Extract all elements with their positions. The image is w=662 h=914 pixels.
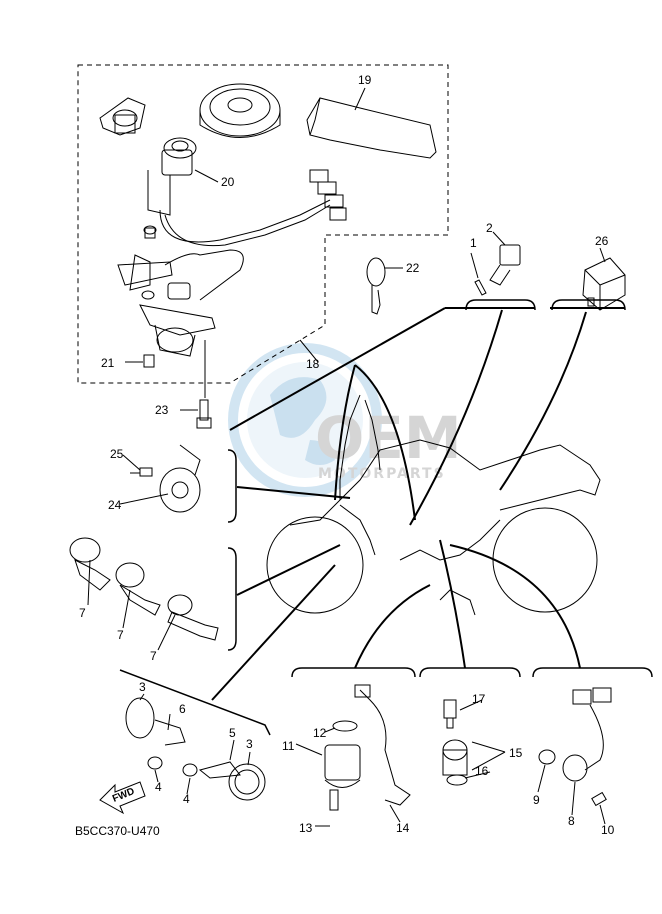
callout-18: 18 [306,357,320,371]
callout-9: 9 [533,793,540,807]
callout-5: 5 [229,726,236,740]
bulb-group-bracket [227,547,237,651]
key-set-dashed-box [77,64,449,384]
oil-sensor-part [538,687,612,807]
callout-4a: 4 [155,780,162,794]
callout-23: 23 [155,403,169,417]
callout-13: 13 [299,821,313,835]
callout-1: 1 [470,236,477,250]
callout-21: 21 [101,356,115,370]
key-blank-part [366,257,403,315]
callout-leaders [87,87,606,825]
horn-part [130,444,201,513]
callout-3a: 3 [139,680,146,694]
relay-26-part [582,247,626,311]
callout-16: 16 [475,764,489,778]
bottom-box-brackets [119,299,653,736]
callout-7b: 7 [117,628,124,642]
watermark-brand: OEM [315,404,462,472]
callout-20: 20 [221,175,235,189]
callout-19: 19 [358,73,372,87]
callout-2: 2 [486,221,493,235]
callout-25: 25 [110,447,124,461]
callout-26: 26 [595,234,609,248]
seat-cushion-part [306,97,437,159]
fwd-arrow: FWD [99,781,146,815]
reflector-parts [125,697,266,801]
callout-11: 11 [282,739,295,753]
bolt-21-part [125,354,155,368]
watermark-sub: MOTORPARTS [318,466,446,482]
watermark: OEM MOTORPARTS [228,343,462,497]
sensor-2-part [489,231,521,286]
callout-12: 12 [313,726,327,740]
callouts: 1 2 3 3 4 4 5 6 7 7 7 8 9 10 11 12 13 14… [79,73,615,837]
motorcycle-outline [266,394,601,616]
clip-1-part [470,252,487,296]
bolt-23-part [180,340,212,429]
callout-6: 6 [179,702,186,716]
bulb-sockets-part [69,537,219,641]
horn-group-bracket [227,449,237,523]
callout-14: 14 [396,821,410,835]
seat-lock-part [99,97,146,136]
leader-lines [211,307,625,701]
callout-3b: 3 [246,737,253,751]
neutral-switch-part [442,699,468,786]
callout-7a: 7 [79,606,86,620]
callout-10: 10 [601,823,615,837]
callout-4b: 4 [183,792,190,806]
diagram-code: B5CC370-U470 [75,824,160,838]
callout-22: 22 [406,261,420,275]
callout-24: 24 [108,498,122,512]
main-switch-part [117,137,347,357]
callout-15: 15 [509,746,523,760]
callout-7c: 7 [150,649,157,663]
callout-8: 8 [568,814,575,828]
fuel-cap-part [199,83,281,138]
speed-sensor-part [315,684,411,827]
